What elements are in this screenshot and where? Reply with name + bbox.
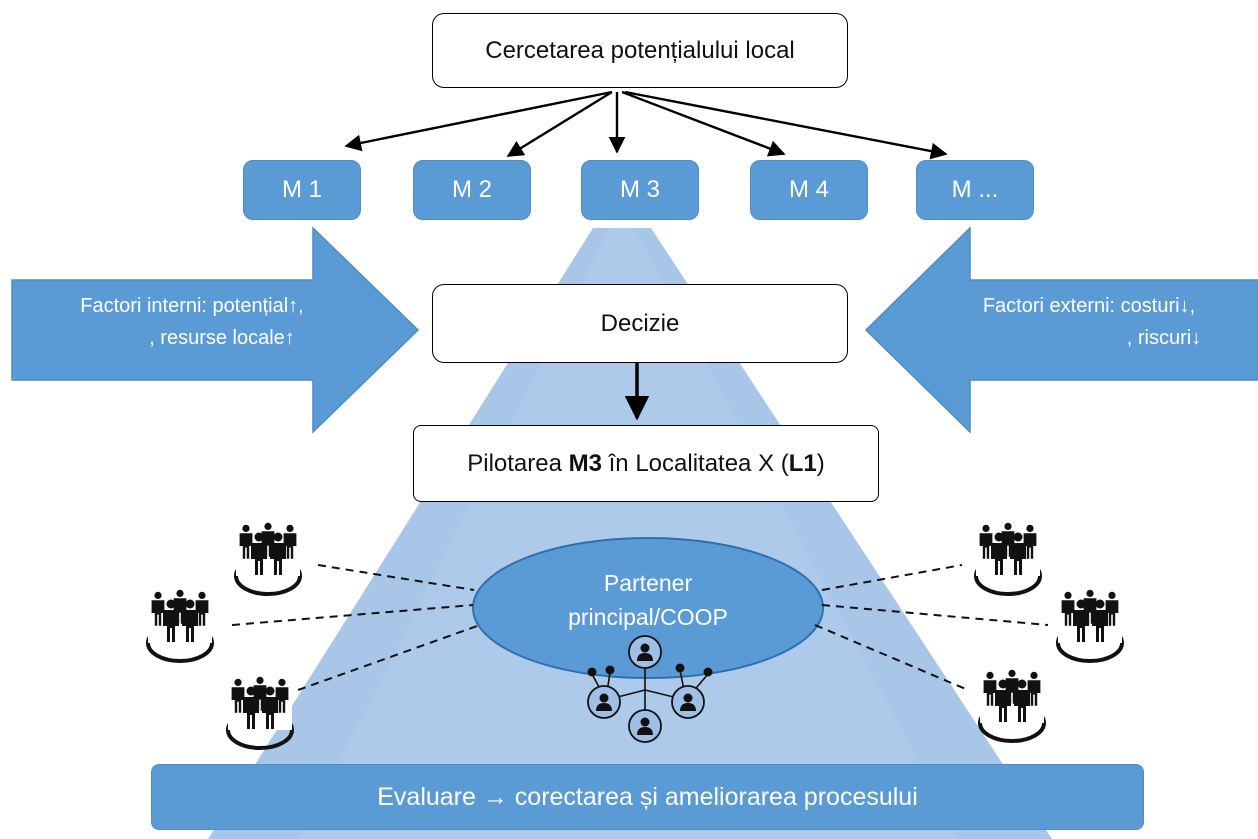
model-label: M 1 (281, 176, 322, 203)
model-box-1: M 1 (243, 160, 361, 220)
model-label: M 2 (451, 176, 492, 203)
research-label: Cercetarea potențialului local (485, 36, 795, 64)
model-box-3: M 3 (581, 160, 699, 220)
model-label: M 4 (788, 176, 829, 203)
model-label: M 3 (619, 176, 660, 203)
partner-ellipse (472, 537, 824, 679)
people-group-icon (976, 518, 1040, 594)
evaluation-label: Evaluare → corectarea și ameliorarea pro… (377, 782, 918, 811)
dashed-connectors (231, 564, 1049, 691)
pilot-box: Pilotarea M3 în Localitatea X (L1) (413, 425, 879, 502)
external-factors-label: Factori externi: costuri↓, , riscuri↓ (982, 295, 1202, 349)
decision-box: Decizie (432, 284, 848, 363)
model-box-more: M ... (916, 160, 1034, 220)
left-big-arrow (11, 226, 420, 434)
evaluation-bar: Evaluare → corectarea și ameliorarea pro… (151, 764, 1144, 830)
right-big-arrow (864, 226, 1258, 434)
people-group-icon (236, 518, 300, 594)
model-box-2: M 2 (413, 160, 531, 220)
model-label: M ... (951, 176, 999, 203)
model-box-4: M 4 (750, 160, 868, 220)
pilot-label: Pilotarea M3 în Localitatea X (L1) (467, 449, 825, 477)
people-group-icon (1058, 585, 1122, 661)
people-group-icon (980, 665, 1044, 741)
people-group-icon (148, 585, 212, 661)
decision-label: Decizie (600, 309, 680, 337)
partner-label: Partener principal/COOP (568, 570, 728, 630)
research-box: Cercetarea potențialului local (432, 13, 848, 88)
person-network-icon (587, 635, 713, 743)
top-arrows (344, 90, 948, 160)
internal-factors-label: Factori interni: potențial↑, , resurse l… (80, 295, 304, 349)
